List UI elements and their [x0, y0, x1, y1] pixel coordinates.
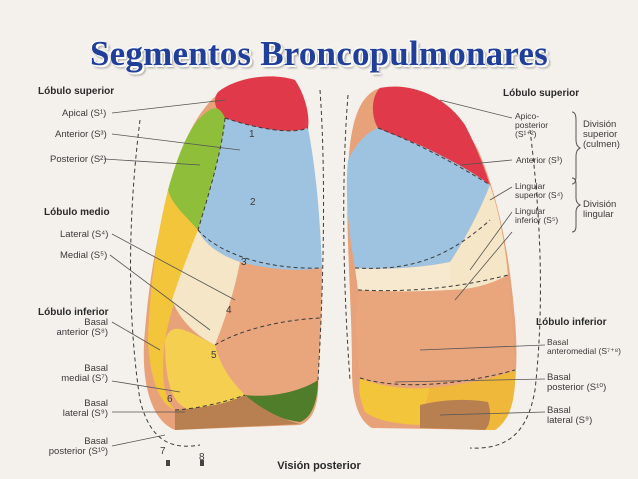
label-lingular-superior-line2: superior (S⁴) — [515, 190, 564, 200]
label-left-lobulo-inferior: Lóbulo inferior — [38, 307, 109, 318]
left-lower-segment — [215, 262, 322, 396]
right-anterior-segment — [346, 128, 490, 269]
label-left-lobulo-superior: Lóbulo superior — [38, 86, 115, 97]
right-lower-segment — [356, 275, 515, 389]
label-lingular-inferior-line1: Lingular — [515, 206, 546, 216]
label-right-basal-lateral-line2: lateral (S⁹) — [547, 415, 593, 426]
right-lingular-superior — [450, 185, 508, 290]
right-apical-segment — [372, 86, 490, 185]
segment-number-8: 8 — [199, 452, 205, 463]
label-right-basal-lateral-line1: Basal — [547, 405, 571, 416]
label-division-superior-line1: División — [583, 119, 617, 130]
label-division-superior: División superior (culmen) — [583, 120, 620, 150]
left-apical-segment — [214, 76, 309, 131]
label-lingular-inferior: Lingular inferior (S⁵) — [515, 207, 558, 225]
label-basal-anterior-line2: anterior (S⁸) — [56, 327, 108, 338]
label-basal-anteromedial-line1: Basal — [547, 337, 569, 347]
label-lingular-superior: Lingular superior (S⁴) — [515, 182, 563, 200]
label-lingular-inferior-line2: inferior (S⁵) — [515, 215, 559, 225]
label-basal-medial-line1: Basal — [84, 363, 108, 374]
label-division-lingular: División lingular — [583, 200, 616, 220]
left-basal-anterior-segment — [165, 328, 245, 410]
segment-number-4: 4 — [226, 305, 232, 316]
label-right-basal-posterior-line1: Basal — [547, 372, 571, 383]
label-right-lobulo-superior: Lóbulo superior — [503, 88, 580, 99]
right-basal-yellow-segment — [359, 378, 430, 425]
marker-left — [166, 460, 170, 466]
label-basal-anteromedial: Basal anteromedial (S⁷⁺⁸) — [547, 338, 621, 356]
label-anterior: Anterior (S³) — [55, 129, 107, 140]
segment-number-5: 5 — [211, 350, 217, 361]
label-division-superior-line3: (culmen) — [583, 139, 620, 150]
segment-dashed-lines — [130, 89, 541, 449]
label-basal-anteromedial-line2: anteromedial (S⁷⁺⁸) — [547, 346, 621, 356]
right-lung — [346, 86, 517, 431]
segment-number-2: 2 — [250, 197, 256, 208]
left-lung — [143, 76, 322, 430]
label-lingular-superior-line1: Lingular — [515, 181, 546, 191]
page-title: Segmentos Broncopulmonares — [90, 34, 548, 73]
label-left-lobulo-medio: Lóbulo medio — [44, 207, 110, 218]
label-basal-posterior-line1: Basal — [84, 436, 108, 447]
label-apico-posterior: Apico- posterior (S¹⁺²) — [515, 112, 548, 139]
right-lingular-inferior — [355, 262, 450, 292]
label-division-lingular-line2: lingular — [583, 209, 614, 220]
marker-right — [200, 460, 204, 466]
label-right-basal-lateral: Basal lateral (S⁹) — [547, 406, 592, 426]
caption-vision-posterior: Visión posterior — [277, 460, 361, 472]
label-apical: Apical (S¹) — [62, 108, 107, 119]
label-basal-lateral-line1: Basal — [84, 398, 108, 409]
left-leader-lines — [103, 99, 241, 447]
label-division-superior-line2: superior — [583, 129, 618, 140]
label-right-basal-posterior: Basal posterior (S¹⁰) — [547, 373, 606, 393]
segment-number-3: 3 — [241, 257, 247, 268]
label-basal-posterior: Basal posterior (S¹⁰) — [40, 437, 108, 457]
left-anterior-segment — [168, 108, 225, 230]
label-apico-line2: posterior — [515, 120, 549, 130]
label-right-anterior: Anterior (S³) — [516, 155, 563, 165]
left-basal-lateral-segment — [175, 395, 300, 430]
label-right-lobulo-inferior: Lóbulo inferior — [536, 317, 607, 328]
left-middle-lateral-segment — [172, 230, 240, 345]
segment-number-6: 6 — [167, 394, 173, 405]
label-apico-line3: (S¹⁺²) — [515, 129, 537, 139]
label-basal-posterior-line2: posterior (S¹⁰) — [48, 446, 108, 457]
segment-number-7: 7 — [160, 446, 166, 457]
label-basal-anterior-line1: Basal — [84, 317, 108, 328]
left-basal-posterior-segment — [245, 380, 318, 422]
left-posterior-segment — [198, 118, 322, 270]
label-medial: Medial (S⁵) — [60, 250, 108, 261]
label-posterior: Posterior (S²) — [50, 154, 107, 165]
label-lateral: Lateral (S⁴) — [60, 229, 109, 240]
segment-number-1: 1 — [249, 129, 255, 140]
label-basal-medial-line2: medial (S⁷) — [61, 373, 108, 384]
label-basal-medial: Basal medial (S⁷) — [40, 364, 108, 384]
label-division-lingular-line1: División — [583, 199, 617, 210]
label-basal-lateral: Basal lateral (S⁹) — [40, 399, 108, 419]
label-basal-anterior: Basal anterior (S⁸) — [40, 318, 108, 338]
label-basal-lateral-line2: lateral (S⁹) — [62, 408, 108, 419]
right-braces — [571, 111, 582, 233]
right-leader-lines — [394, 99, 546, 416]
label-right-basal-posterior-line2: posterior (S¹⁰) — [547, 382, 607, 393]
label-apico-line1: Apico- — [515, 111, 540, 121]
